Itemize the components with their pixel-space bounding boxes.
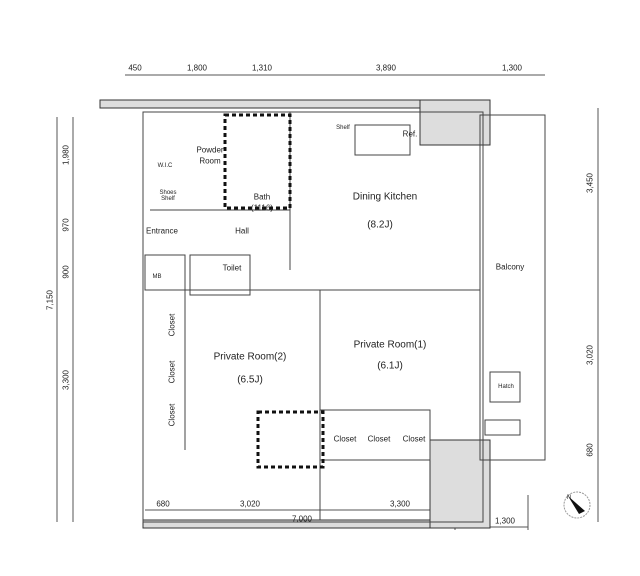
wic-label: W.I.C xyxy=(157,163,173,169)
bath-size: (1116) xyxy=(251,203,273,213)
private-room-2-label: Private Room(2) xyxy=(213,351,287,363)
interior-outline xyxy=(142,111,484,523)
dim-top-5: 1,300 xyxy=(501,63,523,73)
shoes-shelf-label: Shoes Shelf xyxy=(159,190,177,202)
closet-label: Closet xyxy=(367,434,391,444)
bath-label: Bath xyxy=(253,192,271,202)
compass-north-label: N xyxy=(566,495,572,501)
closet-label: Closet xyxy=(167,360,177,384)
balcony-label: Balcony xyxy=(495,262,525,272)
closet-highlight xyxy=(256,410,325,469)
dim-bottom-1: 680 xyxy=(156,499,170,509)
closet-label: Closet xyxy=(333,434,357,444)
dim-bottom-3: 3,300 xyxy=(389,499,411,509)
compass-icon xyxy=(563,491,591,519)
ref-label: Ref. xyxy=(402,129,418,139)
dim-left-3: 900 xyxy=(61,265,71,279)
dim-top-1: 450 xyxy=(128,63,142,73)
bath-highlight xyxy=(223,113,292,210)
closet-label: Closet xyxy=(167,403,177,427)
private-room-1-label: Private Room(1) xyxy=(353,339,427,351)
powder-room-label-2: Room xyxy=(199,156,221,166)
balcony-outline xyxy=(479,114,546,461)
dim-left-1: 1,980 xyxy=(61,144,71,166)
dim-bottom-2: 3,020 xyxy=(239,499,261,509)
closet-label: Closet xyxy=(167,313,177,337)
private-room-1-size: (6.1J) xyxy=(377,360,403,372)
dim-right-1: 3,450 xyxy=(585,172,595,194)
powder-room-label: Powder xyxy=(196,145,224,155)
dim-left-total: 7,150 xyxy=(45,289,55,311)
dim-bottom-5: 1,300 xyxy=(494,516,516,526)
hatch-label: Hatch xyxy=(498,384,514,390)
walls xyxy=(99,99,491,529)
dim-left-2: 970 xyxy=(61,218,71,232)
dim-right-2: 3,020 xyxy=(585,344,595,366)
toilet-label: Toilet xyxy=(222,263,242,273)
dim-top-2: 1,800 xyxy=(186,63,208,73)
shelf-label: Shelf xyxy=(336,125,350,131)
dining-kitchen-size: (8.2J) xyxy=(367,219,393,231)
dim-top-3: 1,310 xyxy=(251,63,273,73)
closet-label: Closet xyxy=(402,434,426,444)
dim-bottom-total: 7,000 xyxy=(291,514,313,524)
dim-top-4: 3,890 xyxy=(375,63,397,73)
private-room-2-size: (6.5J) xyxy=(237,374,263,386)
dining-kitchen-label: Dining Kitchen xyxy=(352,191,418,203)
mb-label: MB xyxy=(152,274,162,280)
dim-left-4: 3,300 xyxy=(61,369,71,391)
entrance-label: Entrance xyxy=(145,226,179,236)
dim-right-3: 680 xyxy=(585,443,595,457)
hall-label: Hall xyxy=(235,226,249,236)
